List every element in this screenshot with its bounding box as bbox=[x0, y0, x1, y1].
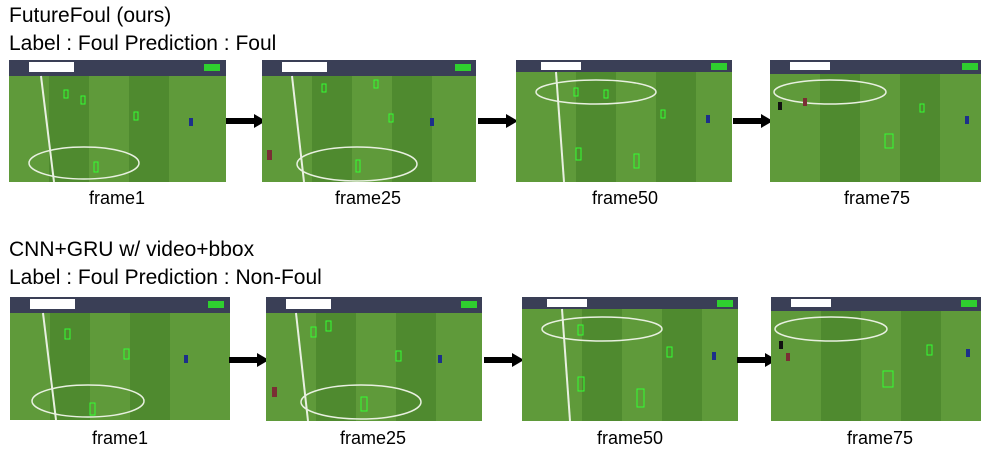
frame-caption: frame25 bbox=[334, 188, 402, 208]
right-arrow-icon bbox=[484, 353, 524, 367]
right-arrow-icon bbox=[733, 114, 773, 128]
frame-caption: frame25 bbox=[339, 428, 407, 448]
right-arrow-icon bbox=[226, 114, 266, 128]
video-frame-50 bbox=[516, 60, 732, 182]
video-frame-25 bbox=[266, 297, 482, 421]
video-frame-1 bbox=[10, 297, 230, 420]
frame-caption: frame75 bbox=[843, 188, 911, 208]
right-arrow-icon bbox=[229, 353, 269, 367]
result-line-cnn-gru: Label : Foul Prediction : Non-Foul bbox=[9, 266, 322, 289]
right-arrow-icon bbox=[478, 114, 518, 128]
model-title-futurefoul: FutureFoul (ours) bbox=[9, 4, 172, 27]
frame-caption: frame75 bbox=[846, 428, 914, 448]
frame-caption: frame50 bbox=[591, 188, 659, 208]
video-frame-75 bbox=[770, 60, 981, 182]
video-frame-1 bbox=[9, 60, 226, 182]
frame-caption: frame50 bbox=[596, 428, 664, 448]
result-line-futurefoul: Label : Foul Prediction : Foul bbox=[9, 32, 277, 55]
frame-caption: frame1 bbox=[91, 428, 149, 448]
video-frame-75 bbox=[771, 297, 981, 421]
video-frame-25 bbox=[262, 60, 476, 182]
model-title-cnn-gru: CNN+GRU w/ video+bbox bbox=[9, 238, 255, 261]
frame-caption: frame1 bbox=[88, 188, 146, 208]
video-frame-50 bbox=[522, 297, 738, 421]
